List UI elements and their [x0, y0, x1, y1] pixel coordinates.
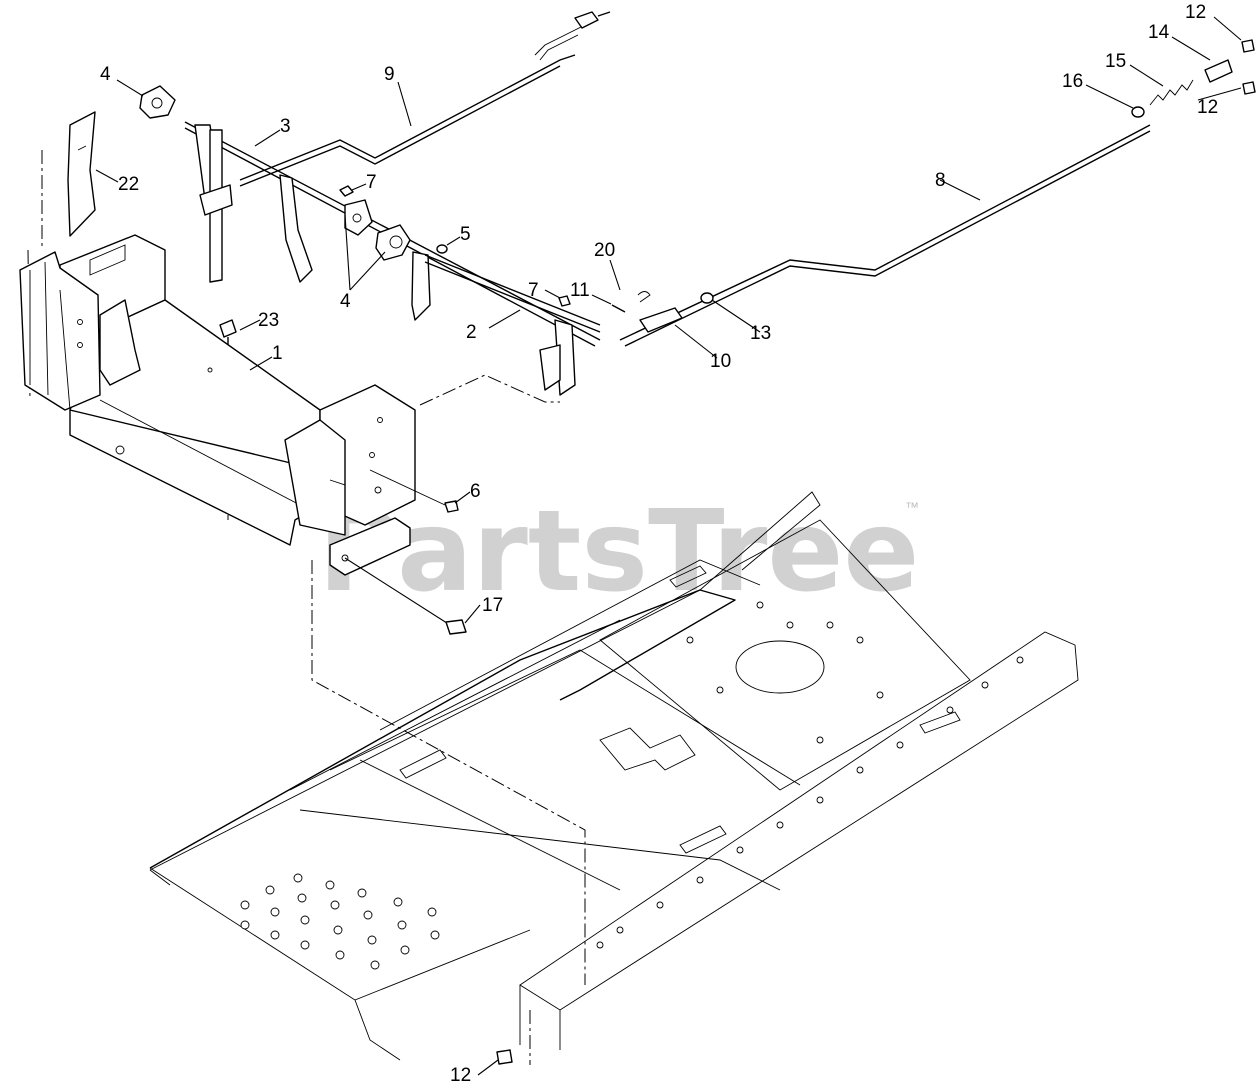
- part-12-nut-top: [1241, 39, 1255, 53]
- part-22-decal: [67, 111, 96, 237]
- callout-12: 12: [1185, 2, 1206, 23]
- callout-5: 5: [460, 224, 471, 245]
- part-11-pin: [611, 304, 626, 313]
- callout-1: 1: [272, 343, 283, 364]
- part-4-bearing-top: [139, 85, 176, 119]
- watermark-trademark: ™: [905, 499, 919, 515]
- callout-16: 16: [1062, 71, 1083, 92]
- callout-13: 13: [750, 323, 771, 344]
- chassis-frame: [149, 491, 1079, 1061]
- leader-lines: [95, 16, 1242, 1076]
- part-3-shaft-assembly: [184, 121, 601, 396]
- callout-15: 15: [1105, 51, 1126, 72]
- callout-3: 3: [280, 116, 291, 137]
- part-14-ferrule: [1204, 59, 1233, 83]
- part-20-clip: [637, 291, 651, 303]
- part-7-nut-mid: [558, 295, 571, 307]
- part-12-nut-right: [1242, 81, 1256, 95]
- callout-12: 12: [1197, 97, 1218, 118]
- callout-10: 10: [710, 351, 731, 372]
- callout-9: 9: [384, 64, 395, 85]
- callout-23: 23: [258, 310, 279, 331]
- callout-6: 6: [470, 481, 481, 502]
- part-12-nut-bottom: [496, 1049, 513, 1065]
- callout-22: 22: [118, 174, 139, 195]
- watermark-text: PartsTree: [318, 487, 919, 617]
- callout-20: 20: [594, 240, 615, 261]
- part-1-console-housing: [19, 234, 321, 546]
- part-7-nut-top: [339, 185, 354, 197]
- callout-4: 4: [340, 291, 351, 312]
- part-10-clevis: [639, 307, 683, 333]
- callout-12: 12: [450, 1065, 471, 1086]
- part-6-bolt: [369, 469, 459, 513]
- part-13-washer: [700, 292, 714, 304]
- part-8-rod: [619, 124, 1151, 347]
- part-15-spring: [1149, 79, 1194, 106]
- callout-11: 11: [570, 280, 590, 301]
- callout-7: 7: [528, 280, 539, 301]
- callout-2: 2: [466, 322, 477, 343]
- part-9-cable: [239, 11, 611, 187]
- part-17-plate-and-bolt: [329, 517, 467, 635]
- part-16-washer: [1131, 106, 1145, 118]
- console-side-bracket: [284, 384, 416, 536]
- part-23-bolt: [219, 319, 237, 345]
- callout-7: 7: [366, 172, 377, 193]
- callout-labels: 12 14 15 16 12 4 9 3 22 7 8 5 4 20 7 11 …: [100, 2, 1218, 1086]
- callout-4: 4: [100, 64, 111, 85]
- part-2-rod: [424, 254, 601, 333]
- callout-14: 14: [1148, 22, 1170, 43]
- part-5-washer: [436, 244, 448, 254]
- callout-8: 8: [935, 170, 946, 191]
- callout-17: 17: [482, 595, 503, 616]
- part-4-bearing-pair: [344, 199, 411, 261]
